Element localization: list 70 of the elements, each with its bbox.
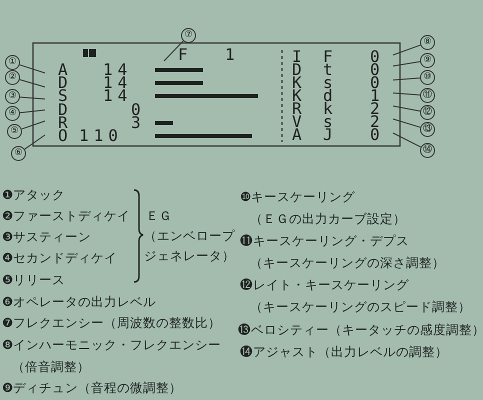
display-character: A — [292, 127, 302, 143]
display-character: t — [323, 62, 333, 78]
callout-number: ② — [5, 70, 20, 85]
legend-text: ❾ディチュン（音程の微調整） — [2, 379, 182, 397]
display-character: 1 — [225, 47, 235, 63]
legend-text: ❸サスティーン — [2, 228, 92, 246]
legend-text: ⓬レイト・キースケーリング（キースケーリングのスピード調整） — [240, 276, 471, 316]
display-character: J — [323, 127, 333, 143]
callout-number: ⑬ — [420, 122, 435, 137]
legend-text: ❼フレクエンシー（周波数の整数比） — [2, 314, 222, 332]
legend-text: ❽インハーモニック・フレクエンシー（倍音調整） — [2, 336, 222, 376]
display-value: 14 — [103, 88, 132, 104]
display-character: F — [178, 47, 188, 63]
display-character: I — [292, 49, 302, 65]
legend-text: ❻オペレータの出力レベル — [2, 293, 156, 311]
display-value: 14 — [103, 62, 132, 78]
display-character: D — [292, 62, 302, 78]
legend-text: （エンベロープジェネレータ） — [144, 227, 236, 265]
legend-text: ❺リリース — [2, 271, 66, 289]
callout-number: ⑭ — [420, 143, 435, 158]
display-character: 0 — [370, 127, 380, 143]
callout-number: ⑫ — [420, 105, 435, 120]
leader-line — [392, 44, 421, 56]
legend-text: ⓫キースケーリング・デプス（キースケーリングの深さ調整） — [240, 232, 445, 272]
display-character: F — [323, 49, 333, 65]
callout-number: ⑤ — [7, 124, 22, 139]
display-character: s — [323, 114, 333, 130]
leader-line — [392, 92, 421, 96]
display-value: 3 — [131, 115, 146, 131]
callout-number: ③ — [5, 89, 20, 104]
display-character: 0 — [370, 75, 380, 91]
leader-line — [392, 61, 421, 66]
leader-line — [392, 118, 421, 128]
leader-line — [164, 40, 184, 62]
display-character: R — [292, 101, 302, 117]
display-character: K — [292, 75, 302, 91]
leader-line — [21, 120, 46, 130]
legend-text: ⓭ベロシティー（キータッチの感度調整） — [238, 321, 483, 339]
leader-line — [24, 134, 46, 150]
legend-text: ＥＧ — [146, 207, 172, 225]
legend-text: ❹セカンドディケイ — [2, 249, 118, 267]
callout-number: ⑨ — [420, 53, 435, 68]
display-character: V — [292, 114, 302, 130]
display-character: D — [58, 102, 68, 118]
legend-text: ⓮アジャスト（出力レベルの調整） — [240, 343, 448, 361]
leader-line — [19, 96, 46, 100]
legend-text: ❿キースケーリング（ＥＧの出力カーブ設定） — [240, 188, 406, 228]
leader-line — [19, 64, 46, 74]
display-character: s — [323, 75, 333, 91]
legend-text: ❷ファーストディケイ — [2, 207, 130, 225]
display-character: K — [292, 88, 302, 104]
callout-number: ⑩ — [420, 70, 435, 85]
display-character: k — [323, 101, 333, 117]
display-character: S — [58, 88, 68, 104]
display-character: A — [58, 62, 68, 78]
display-value: 14 — [103, 75, 132, 91]
leader-line — [392, 78, 421, 80]
leader-line — [392, 132, 422, 148]
legend-text: ❶アタック — [2, 186, 66, 204]
callout-number: ① — [5, 55, 20, 70]
display-value: 110 — [79, 128, 123, 144]
leader-line — [392, 106, 421, 112]
callout-number: ⑧ — [420, 35, 435, 50]
leader-line — [19, 110, 46, 114]
callout-number: ⑦ — [181, 28, 196, 43]
leader-line — [19, 79, 46, 88]
display-character: O — [58, 128, 68, 144]
callout-number: ⑥ — [11, 146, 26, 161]
callout-number: ⑪ — [420, 88, 435, 103]
callout-number: ④ — [5, 106, 20, 121]
